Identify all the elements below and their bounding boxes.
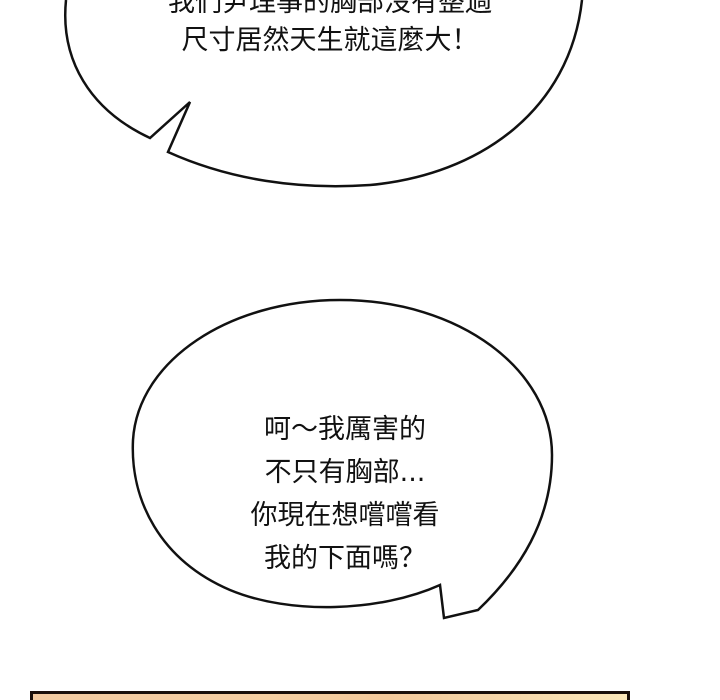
bubble-line: 呵～我厲害的 (264, 414, 426, 445)
bubble-line: 我的下面嗎？ (264, 543, 426, 574)
bubble-bottom-text: 呵～我厲害的 不只有胸部... 你現在想嚐嚐看 我的下面嗎？ (200, 408, 490, 580)
speech-bubble-bottom (131, 298, 554, 620)
bubble-top-text: 我們尹理事的胸部沒有整過 尺寸居然天生就這麼大！ (130, 0, 530, 60)
next-comic-panel (30, 691, 630, 700)
speech-bubble-top (64, 0, 584, 188)
bubble-line: 我們尹理事的胸部沒有整過 (168, 0, 492, 18)
bubble-line: 尺寸居然天生就這麼大！ (181, 25, 479, 56)
bubble-line: 不只有胸部... (264, 457, 426, 488)
bubble-line: 你現在想嚐嚐看 (250, 500, 440, 531)
